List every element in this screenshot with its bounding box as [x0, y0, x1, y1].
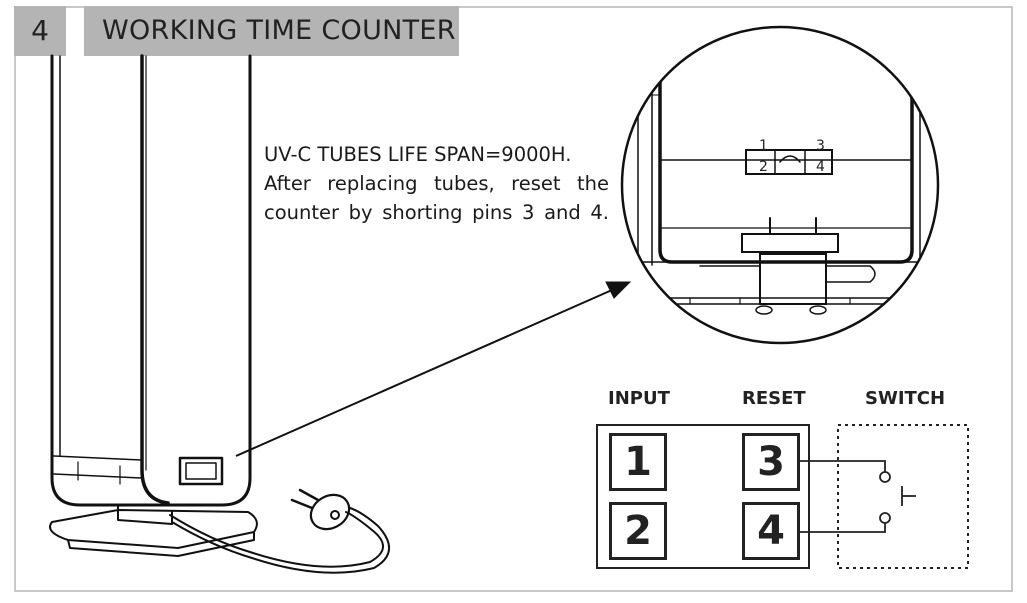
uv-device-tower — [50, 54, 252, 507]
header-reset: RESET — [742, 388, 806, 409]
diagram-frame — [14, 6, 1013, 592]
header-switch: SWITCH — [865, 388, 946, 409]
pin-2-box: 2 — [609, 502, 667, 560]
power-cable-plug — [169, 488, 390, 574]
magnified-detail — [622, 27, 938, 343]
connector-block — [596, 424, 810, 569]
note-line-1: UV-C TUBES LIFE SPAN=9000H. — [264, 143, 572, 166]
note-line-3: counter by shorting pins 3 and 4. — [264, 201, 609, 224]
magnifier-ring — [620, 25, 940, 345]
section-title: WORKING TIME COUNTER — [84, 6, 459, 56]
pin-4-box: 4 — [742, 502, 800, 560]
header-input: INPUT — [608, 388, 670, 409]
detail-pin-3: 3 — [816, 138, 825, 154]
pin-1-box: 1 — [609, 433, 667, 491]
note-line-2: After replacing tubes, reset the — [264, 172, 609, 195]
section-number: 4 — [14, 6, 66, 56]
lifespan-note: UV-C TUBES LIFE SPAN=9000H. After replac… — [264, 140, 609, 227]
detail-pin-2: 2 — [759, 159, 768, 175]
pointer-arrow — [235, 281, 632, 457]
pin-3-box: 3 — [742, 433, 800, 491]
detail-pin-4: 4 — [816, 159, 825, 175]
switch-box — [837, 424, 969, 569]
switch-wiring — [800, 460, 916, 533]
detail-pin-1: 1 — [759, 138, 768, 154]
